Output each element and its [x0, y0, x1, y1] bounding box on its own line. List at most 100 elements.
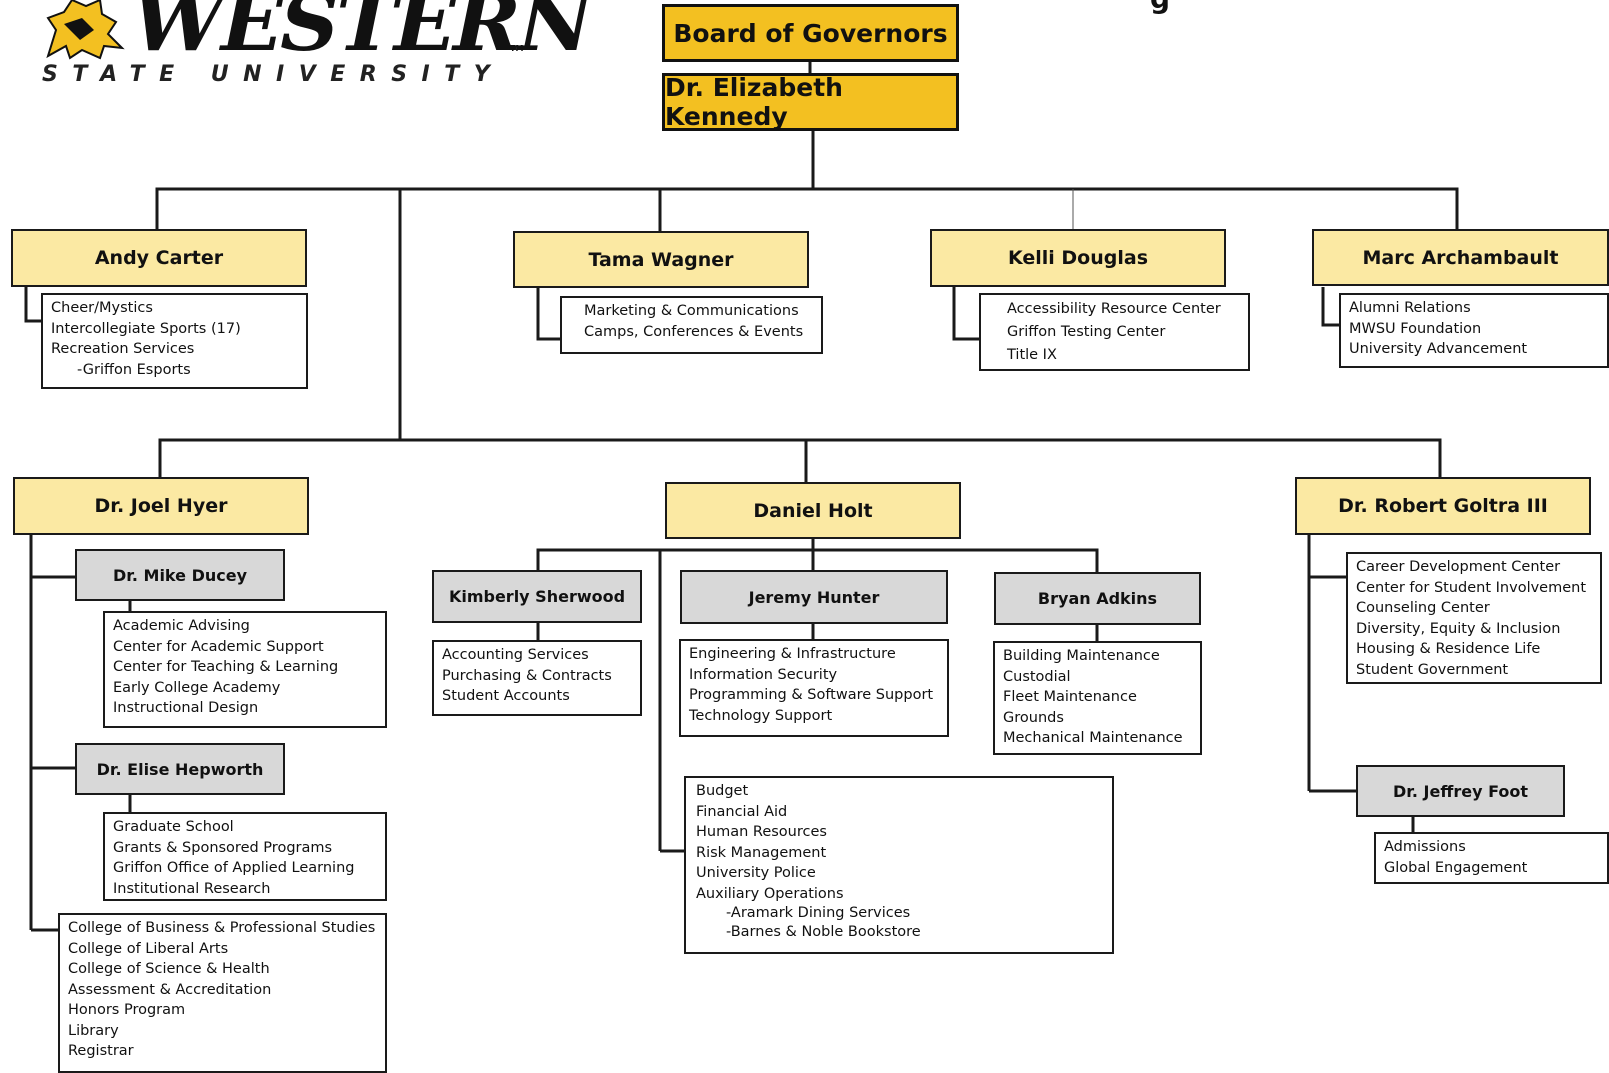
mike-ducey-name: Dr. Mike Ducey	[112, 565, 247, 585]
kelli-douglas-name: Kelli Douglas	[1007, 247, 1149, 269]
unit-item: Center for Student Involvement	[1356, 579, 1587, 596]
unit-item: Honors Program	[68, 1002, 186, 1018]
unit-item: MWSU Foundation	[1349, 320, 1482, 337]
kelli-douglas-box: Kelli Douglas	[930, 229, 1226, 287]
unit-item: -Barnes & Noble Bookstore	[726, 924, 921, 940]
unit-item: College of Liberal Arts	[68, 940, 229, 957]
mike-ducey-units: Academic Advising Center for Academic Su…	[103, 611, 387, 728]
marc-archambault-box: Marc Archambault	[1312, 229, 1609, 286]
unit-item: Intercollegiate Sports (17)	[51, 320, 241, 337]
kimberly-sherwood-name: Kimberly Sherwood	[448, 587, 626, 606]
griffon-mascot-icon	[46, 0, 125, 60]
robert-goltra-units: Career Development Center Center for Stu…	[1346, 552, 1602, 684]
unit-item: Engineering & Infrastructure	[689, 646, 896, 662]
unit-item: Technology Support	[689, 707, 833, 724]
jeffrey-foot-box: Dr. Jeffrey Foot	[1356, 765, 1565, 817]
unit-item: Marketing & Communications	[584, 303, 799, 319]
unit-item: Graduate School	[113, 819, 234, 835]
unit-item: Counseling Center	[1356, 600, 1490, 616]
title-fragment: g	[1150, 0, 1170, 15]
unit-item: Griffon Testing Center	[1007, 324, 1166, 340]
unit-item: Accessibility Resource Center	[1007, 301, 1221, 317]
board-of-governors-box: Board of Governors	[662, 4, 959, 62]
tama-wagner-box: Tama Wagner	[513, 231, 809, 288]
board-label: Board of Governors	[673, 18, 948, 48]
unit-item: Recreation Services	[51, 341, 195, 357]
unit-item: Early College Academy	[113, 679, 281, 696]
jeremy-hunter-box: Jeremy Hunter	[680, 570, 948, 624]
unit-item: Auxiliary Operations	[696, 885, 844, 902]
logo-trademark: TM	[510, 44, 524, 53]
unit-item: Diversity, Equity & Inclusion	[1356, 620, 1561, 637]
daniel-holt-box: Daniel Holt	[665, 482, 961, 539]
kimberly-sherwood-box: Kimberly Sherwood	[432, 570, 642, 623]
jeffrey-foot-name: Dr. Jeffrey Foot	[1393, 781, 1528, 801]
elise-hepworth-units: Graduate School Grants & Sponsored Progr…	[103, 812, 387, 901]
unit-item: Budget	[696, 783, 749, 799]
unit-item: -Aramark Dining Services	[726, 905, 911, 921]
unit-item: -Griffon Esports	[77, 361, 191, 378]
president-box: Dr. Elizabeth Kennedy	[662, 73, 959, 131]
unit-item: Building Maintenance	[1003, 648, 1160, 664]
unit-item: Grants & Sponsored Programs	[113, 839, 333, 856]
unit-item: Financial Aid	[696, 803, 788, 820]
unit-item: University Police	[696, 865, 816, 881]
tama-wagner-name: Tama Wagner	[588, 248, 734, 271]
andy-carter-units: Cheer/Mystics Intercollegiate Sports (17…	[41, 293, 308, 389]
kimberly-sherwood-units: Accounting Services Purchasing & Contrac…	[432, 640, 642, 716]
unit-item: Center for Academic Support	[113, 638, 324, 655]
elise-hepworth-name: Dr. Elise Hepworth	[96, 759, 264, 779]
unit-item: Assessment & Accreditation	[68, 981, 272, 998]
jeremy-hunter-name: Jeremy Hunter	[748, 587, 880, 607]
holt-direct-units: Budget Financial Aid Human Resources Ris…	[684, 776, 1114, 954]
unit-item: Registrar	[68, 1043, 134, 1059]
daniel-holt-name: Daniel Holt	[753, 499, 873, 522]
marc-archambault-name: Marc Archambault	[1362, 246, 1559, 269]
unit-item: Housing & Residence Life	[1356, 641, 1541, 657]
andy-carter-box: Andy Carter	[11, 229, 307, 287]
unit-item: Programming & Software Support	[689, 687, 934, 703]
logo-wordmark: WESTERN	[132, 0, 593, 69]
unit-item: College of Business & Professional Studi…	[68, 920, 376, 936]
jeffrey-foot-units: Admissions Global Engagement	[1374, 832, 1609, 884]
unit-item: Instructional Design	[113, 700, 259, 716]
unit-item: College of Science & Health	[68, 961, 270, 977]
unit-item: Global Engagement	[1384, 859, 1528, 876]
bryan-adkins-units: Building Maintenance Custodial Fleet Mai…	[993, 641, 1202, 755]
andy-carter-name: Andy Carter	[94, 247, 224, 269]
bryan-adkins-box: Bryan Adkins	[994, 572, 1201, 625]
unit-item: Risk Management	[696, 844, 827, 861]
logo-tagline: STATE UNIVERSITY	[42, 62, 505, 87]
unit-item: Student Accounts	[442, 688, 570, 704]
unit-item: University Advancement	[1349, 341, 1528, 357]
robert-goltra-name: Dr. Robert Goltra III	[1338, 495, 1548, 517]
bryan-adkins-name: Bryan Adkins	[1037, 589, 1158, 608]
unit-item: Institutional Research	[113, 880, 271, 897]
unit-item: Alumni Relations	[1349, 300, 1471, 316]
marc-archambault-units: Alumni Relations MWSU Foundation Univers…	[1339, 293, 1609, 368]
hyer-colleges-list: College of Business & Professional Studi…	[58, 913, 387, 1073]
unit-item: Title IX	[1007, 347, 1057, 363]
jeremy-hunter-units: Engineering & Infrastructure Information…	[679, 639, 949, 737]
unit-item: Grounds	[1003, 709, 1064, 726]
unit-item: Library	[68, 1022, 119, 1039]
tama-wagner-units: Marketing & Communications Camps, Confer…	[560, 296, 823, 354]
unit-item: Information Security	[689, 666, 838, 683]
kelli-douglas-units: Accessibility Resource Center Griffon Te…	[979, 293, 1250, 371]
unit-item: Student Government	[1356, 661, 1509, 678]
elise-hepworth-box: Dr. Elise Hepworth	[75, 743, 285, 795]
unit-item: Camps, Conferences & Events	[584, 323, 804, 340]
unit-item: Griffon Office of Applied Learning	[113, 860, 355, 876]
unit-item: Fleet Maintenance	[1003, 689, 1137, 705]
unit-item: Human Resources	[696, 824, 827, 840]
unit-item: Academic Advising	[113, 618, 250, 634]
unit-item: Mechanical Maintenance	[1003, 730, 1183, 746]
unit-item: Accounting Services	[442, 647, 589, 663]
university-logo: WESTERN TM STATE UNIVERSITY	[42, 0, 593, 95]
joel-hyer-box: Dr. Joel Hyer	[13, 477, 309, 535]
unit-item: Career Development Center	[1356, 559, 1561, 575]
joel-hyer-name: Dr. Joel Hyer	[94, 495, 228, 517]
unit-item: Cheer/Mystics	[51, 300, 153, 316]
unit-item: Admissions	[1384, 839, 1466, 855]
robert-goltra-box: Dr. Robert Goltra III	[1295, 477, 1591, 535]
